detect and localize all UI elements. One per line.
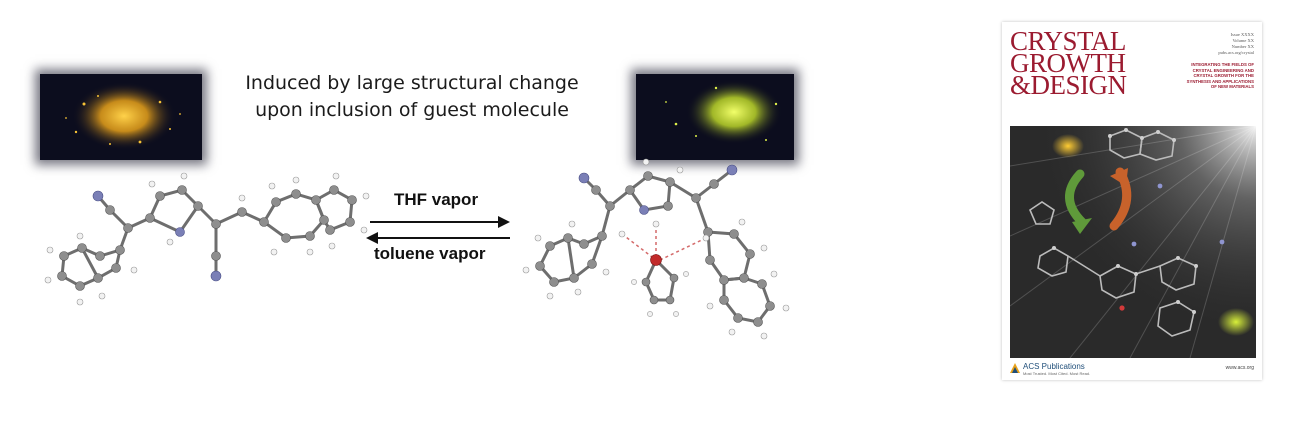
issue-info: Issue XXXX Volume XX Number XX pubs.acs.… [1192, 32, 1254, 56]
caption: Induced by large structural change upon … [222, 70, 602, 124]
green-emission-photo [636, 74, 794, 160]
issue-number: Issue XXXX [1230, 32, 1254, 37]
journal-title-line-1: CRYSTAL [1010, 26, 1126, 56]
journal-title-line-2: GROWTH [1010, 48, 1126, 78]
cover-footer: ACS Publications Most Trusted. Most Cite… [1010, 362, 1256, 378]
caption-line-1: Induced by large structural change [245, 72, 579, 94]
volume-number: Volume XX [1232, 38, 1254, 43]
caption-line-2: upon inclusion of guest molecule [255, 99, 569, 121]
journal-title-line-3: &DESIGN [1010, 70, 1127, 100]
reverse-arrow-head [366, 232, 378, 244]
forward-arrow-label: THF vapor [394, 190, 479, 209]
acs-logo-icon [1010, 363, 1020, 373]
reverse-arrow-label: toluene vapor [374, 244, 486, 263]
publisher-motto: Most Trusted. Most Cited. Most Read. [1023, 371, 1091, 376]
cover-artwork [1010, 126, 1256, 358]
yellow-emission-glow [65, 82, 181, 150]
publisher-url: www.acs.org [1225, 365, 1254, 371]
green-emission-glow [665, 80, 782, 144]
yellow-crystal-spot [1052, 134, 1084, 158]
molecule-free-form [44, 172, 370, 306]
number: Number XX [1231, 44, 1254, 49]
journal-title: CRYSTAL GROWTH &DESIGN [1010, 26, 1127, 100]
hydrogen-bonds [621, 224, 707, 261]
molecule-thf-inclusion [522, 158, 790, 340]
journal-tagline: INTEGRATING THE FIELDS OF CRYSTAL ENGINE… [1186, 62, 1254, 90]
publisher-name: ACS Publications [1023, 362, 1085, 371]
forward-arrow-head [498, 216, 510, 228]
yellow-emission-photo [40, 74, 202, 160]
cover-artwork-graphic [1010, 126, 1256, 358]
reversible-arrows [366, 216, 510, 244]
green-arrow [1065, 169, 1087, 227]
journal-cover: CRYSTAL GROWTH &DESIGN Issue XXXX Volume… [1002, 22, 1262, 380]
green-crystal-spot [1218, 308, 1254, 336]
journal-url: pubs.acs.org/crystal [1218, 50, 1254, 55]
